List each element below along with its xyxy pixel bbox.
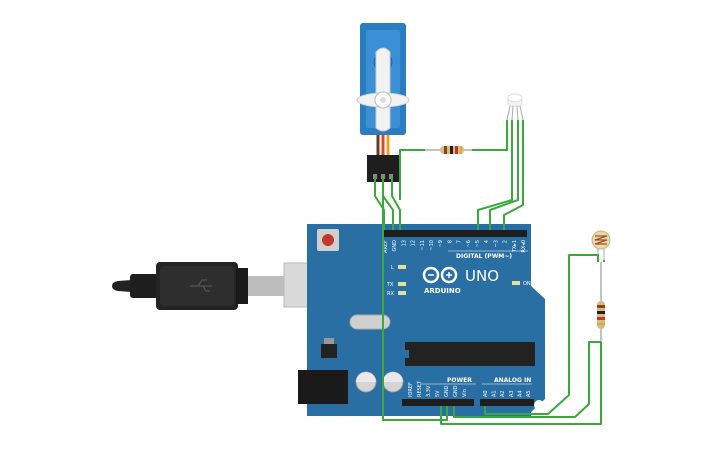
wires[interactable] <box>374 120 605 425</box>
wire <box>453 341 601 418</box>
power-jack[interactable] <box>298 370 348 404</box>
tx-label: TX <box>386 282 394 288</box>
pin-label: 12 <box>411 240 417 246</box>
wire <box>399 149 425 200</box>
digital-label: DIGITAL (PWM~) <box>456 253 512 260</box>
mounting-hole <box>534 400 544 410</box>
tx-led <box>398 282 406 286</box>
l-led <box>398 265 406 269</box>
on-label: ON <box>523 281 531 287</box>
pin-label: GND <box>444 385 450 397</box>
pin-label: GND <box>453 385 459 397</box>
wire <box>382 178 394 230</box>
pin-label: 7 <box>457 240 463 243</box>
pin-label: 8 <box>447 240 453 243</box>
capacitor <box>355 371 377 393</box>
resistor-led[interactable] <box>425 146 472 154</box>
model-label: UNO <box>465 267 499 285</box>
servo-horn[interactable] <box>356 47 410 132</box>
pin-label: RESET <box>417 380 423 397</box>
pin-label: GND <box>392 240 398 252</box>
resistor-ldr[interactable] <box>597 262 605 342</box>
pin-label: A1 <box>492 390 498 397</box>
pin-label: ~3 <box>493 240 499 247</box>
pin-label: A0 <box>483 390 489 397</box>
arduino-logo-icon <box>422 266 458 284</box>
pin-label: ~10 <box>429 240 435 251</box>
wire <box>489 120 519 230</box>
analog-header[interactable] <box>480 399 534 406</box>
microcontroller-chip <box>405 342 535 366</box>
pin-label: 5V <box>435 390 441 397</box>
photoresistor[interactable] <box>591 230 611 262</box>
pin-label: 2 <box>503 240 509 243</box>
power-label: POWER <box>447 377 472 384</box>
pin-label: AREF <box>383 240 389 253</box>
wire <box>440 342 602 425</box>
wire <box>472 120 508 151</box>
wire <box>382 196 448 421</box>
pin-label: 13 <box>401 240 407 246</box>
rx-led <box>398 291 406 295</box>
mounting-hole <box>535 281 545 291</box>
power-header[interactable] <box>402 399 474 406</box>
pin-label: ~5 <box>475 240 481 247</box>
analog-label: ANALOG IN <box>494 377 531 384</box>
pin-label: ~6 <box>466 240 472 247</box>
reset-button[interactable] <box>317 229 339 251</box>
pin-label: A4 <box>517 390 523 397</box>
crystal <box>349 314 391 330</box>
usb-cable[interactable] <box>112 262 321 310</box>
pin-label: A5 <box>526 390 532 397</box>
pin-label: 3.3V <box>426 385 432 397</box>
rgb-led[interactable] <box>506 93 524 121</box>
pin-label: 4 <box>484 240 490 243</box>
wire <box>477 120 513 230</box>
wire <box>391 178 401 230</box>
pin-label: A2 <box>500 390 506 397</box>
wire <box>484 254 599 415</box>
rx-label: RX <box>387 291 394 297</box>
pin-label: A3 <box>509 390 515 397</box>
pin-label: Vin <box>462 389 468 397</box>
digital-header[interactable] <box>383 230 527 237</box>
usb-icon <box>190 279 212 292</box>
micro-servo[interactable] <box>356 23 410 182</box>
brand-label: ARDUINO <box>424 287 461 295</box>
pin-label: ~11 <box>420 240 426 251</box>
l-label: L <box>391 265 394 271</box>
capacitor <box>382 371 404 393</box>
wire <box>503 120 524 230</box>
on-led <box>512 281 520 285</box>
pin-label: IOREF <box>408 382 414 397</box>
voltage-regulator <box>321 344 337 358</box>
pin-label: TX▸1 <box>512 240 518 253</box>
pin-label: RX◂0 <box>521 240 527 253</box>
pin-label: ~9 <box>438 240 444 247</box>
